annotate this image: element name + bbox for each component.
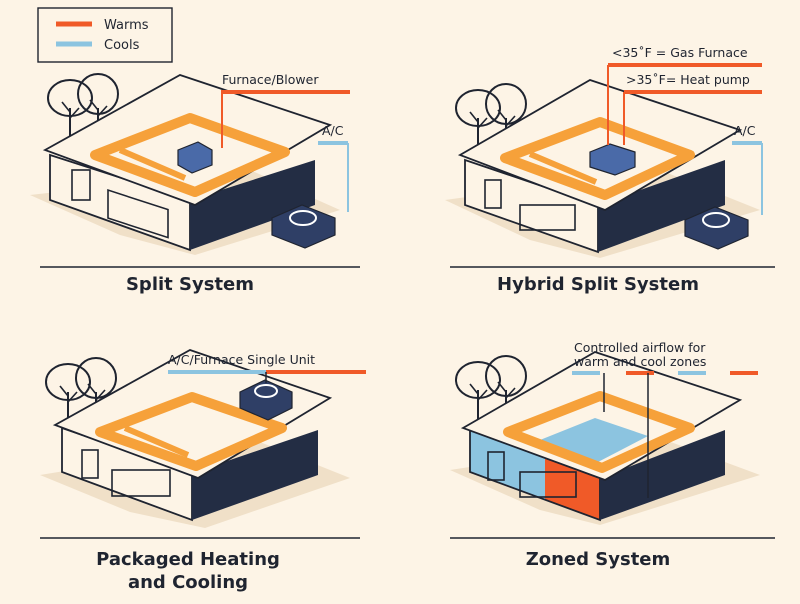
label-single-unit: A/C/Furnace Single Unit xyxy=(168,352,315,367)
panel-title-packaged-line1: Packaged Heating xyxy=(96,549,280,570)
ductwork-branch xyxy=(118,147,187,181)
house-door xyxy=(487,451,505,481)
panel-hybrid-split-system: <35˚F = Gas Furnace >35˚F= Heat pump A/C… xyxy=(445,45,775,295)
legend-label-cools: Cools xyxy=(104,38,140,53)
house-window xyxy=(519,471,577,498)
house-side-wall xyxy=(600,430,725,520)
panel-title-zoned: Zoned System xyxy=(526,549,671,570)
label-heat-pump: >35˚F= Heat pump xyxy=(626,72,750,87)
house-door xyxy=(81,449,99,479)
label-ac: A/C xyxy=(734,123,756,138)
ac-condenser-unit xyxy=(684,206,749,250)
ductwork-loop xyxy=(90,113,290,197)
ac-fan-icon xyxy=(254,384,278,398)
label-gas-furnace: <35˚F = Gas Furnace xyxy=(612,45,748,60)
house-window xyxy=(107,189,169,239)
house-side-wall xyxy=(598,160,725,252)
panel-title-hybrid: Hybrid Split System xyxy=(497,274,699,295)
zone-cool-wall xyxy=(470,430,545,500)
panel-title-packaged-line2: and Cooling xyxy=(128,572,248,593)
label-furnace-blower: Furnace/Blower xyxy=(222,72,319,87)
house-window xyxy=(111,469,171,497)
house-window xyxy=(519,204,576,231)
panel-title-split: Split System xyxy=(126,274,254,295)
house-roof xyxy=(42,74,333,206)
furnace-unit xyxy=(177,141,213,174)
legend: Warms Cools xyxy=(37,7,173,63)
ac-condenser-unit xyxy=(271,204,336,249)
house-side-wall xyxy=(190,160,315,250)
panel-split-system: Furnace/Blower A/C Split System xyxy=(30,72,360,295)
label-zoned-line2: warm and cool zones xyxy=(574,354,706,369)
label-ac: A/C xyxy=(322,123,344,138)
panel-packaged-heating-cooling: A/C/Furnace Single Unit Packaged Heating… xyxy=(40,349,366,593)
house-door xyxy=(484,179,502,209)
panel-zoned-system: Controlled airflow for warm and cool zon… xyxy=(450,340,775,570)
house-side-wall xyxy=(192,430,318,520)
ductwork-branch xyxy=(528,151,598,185)
house-roof xyxy=(457,79,743,211)
ductwork-loop xyxy=(503,391,695,473)
legend-label-warms: Warms xyxy=(104,18,149,33)
ac-fan-icon xyxy=(289,210,317,226)
hybrid-furnace-unit xyxy=(589,143,636,176)
house-door xyxy=(71,169,91,201)
ductwork-loop xyxy=(95,392,287,471)
ac-fan-icon xyxy=(702,212,730,228)
label-zoned-line1: Controlled airflow for xyxy=(574,340,706,355)
ductwork-branch xyxy=(123,425,190,458)
ductwork-loop xyxy=(500,117,695,200)
zone-cool-floor xyxy=(540,418,648,462)
house-roof xyxy=(460,351,743,481)
packaged-rooftop-unit xyxy=(239,379,293,421)
